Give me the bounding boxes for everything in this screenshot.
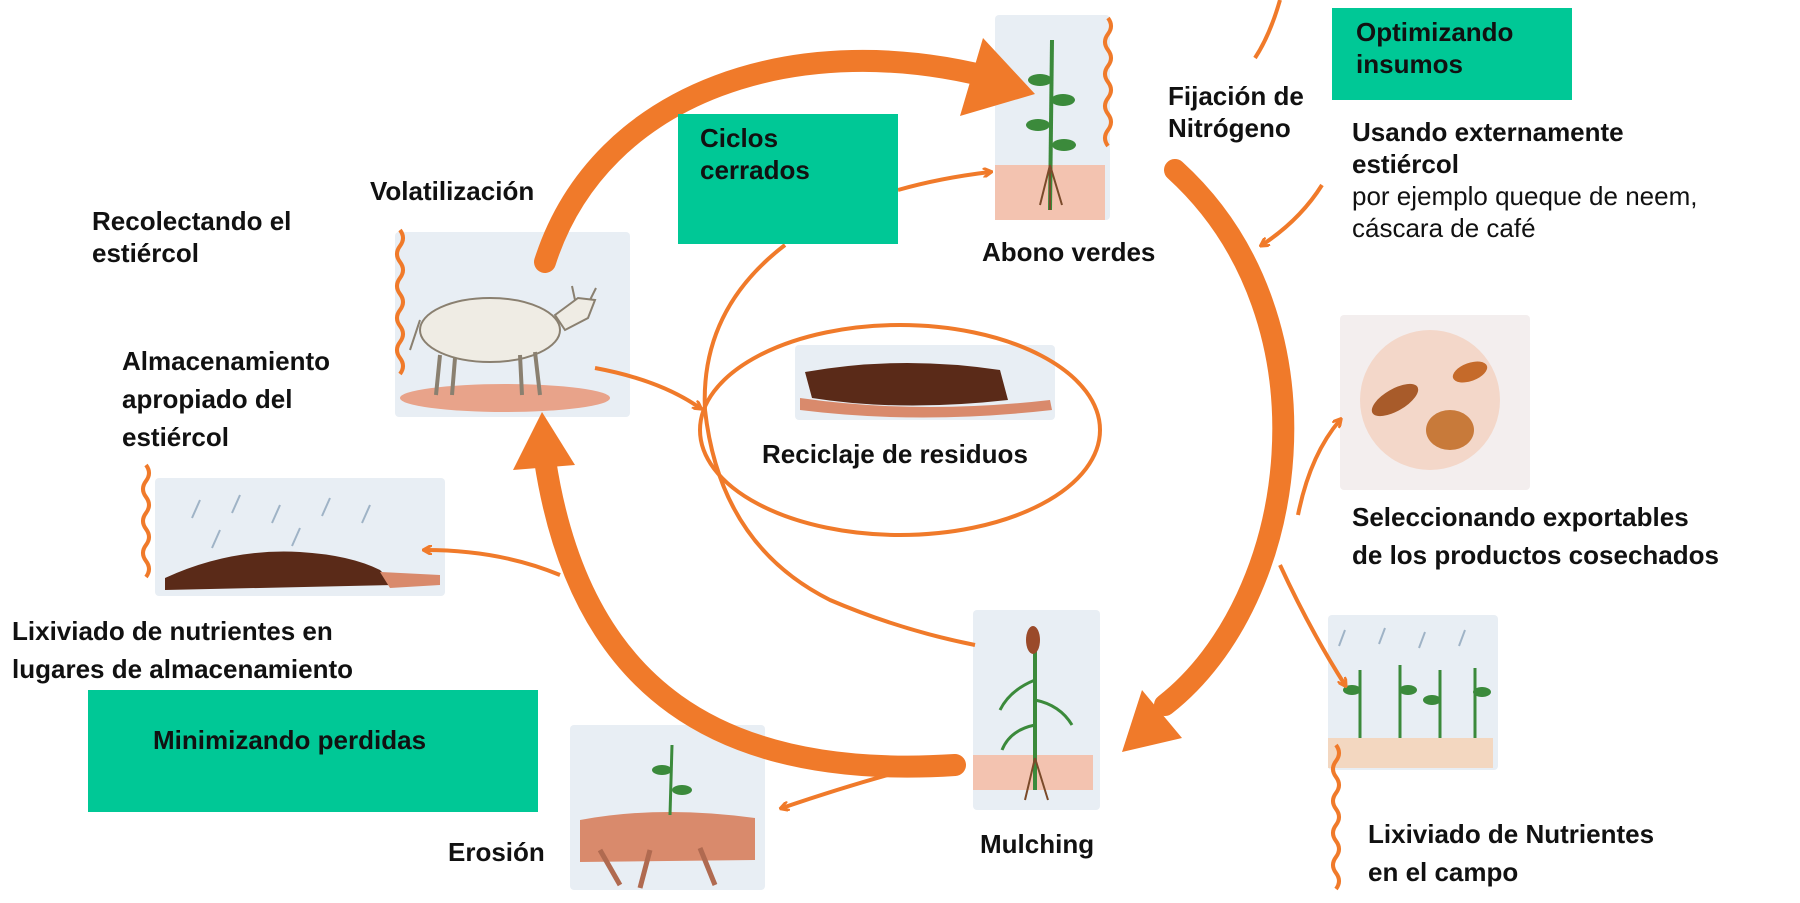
label-almacenamiento: Almacenamiento apropiado del estiércol (122, 342, 330, 456)
arrow-to-manure-heap (425, 550, 561, 577)
harvested-products-illustration (1340, 315, 1530, 490)
box-minimizando-line-1: Minimizando perdidas (153, 725, 427, 755)
label-erosion: Erosión (448, 837, 545, 867)
recycling-ellipse (698, 323, 1102, 537)
box-ciclos-cerrados: Ciclos cerrados (678, 114, 898, 244)
label-mulching: Mulching (980, 829, 1095, 859)
inner-spiral (702, 243, 976, 647)
arrowhead-mulching-to-cow (513, 412, 575, 470)
cow-illustration (395, 232, 630, 417)
wavy-loss-arrow (395, 228, 405, 376)
label-abono-verdes: Abono verdes (982, 237, 1156, 267)
label-usando-ejemplo-line-2: cáscara de café (1352, 213, 1536, 243)
label-lixiviado-campo-line-2: en el campo (1368, 857, 1519, 887)
box-optimizando-line-1: Optimizando (1356, 17, 1514, 47)
label-usando-ejemplo-line-1: por ejemplo queque de neem, (1352, 181, 1698, 211)
label-reciclaje: Reciclaje de residuos (762, 439, 1028, 469)
label-lixiviado-almacenamiento-line-1: Lixiviado de nutrientes en (12, 616, 333, 646)
box-ciclos-line-2: cerrados (700, 155, 810, 185)
arrow-to-field-leaching (1278, 564, 1345, 685)
label-seleccionando: Seleccionando exportables de los product… (1352, 498, 1719, 574)
label-lixiviado-almacenamiento-line-2: lugares de almacenamiento (12, 654, 354, 684)
label-fijacion-line-2: Nitrógeno (1168, 113, 1291, 143)
label-volatilizacion: Volatilización (370, 176, 535, 206)
arrow-external-input (1262, 183, 1324, 245)
bean-plant-illustration (995, 15, 1110, 220)
label-recolectando-line-1: Recolectando el (92, 206, 292, 236)
sorghum-plant-illustration (973, 610, 1100, 810)
arrow-box-to-abono (897, 172, 990, 192)
label-seleccionando-line-2: de los productos cosechados (1352, 540, 1719, 570)
label-fijacion: Fijación de Nitrógeno (1168, 80, 1304, 144)
arrow-mulching-to-cow (534, 449, 966, 778)
arrow-top-partial (1253, 0, 1282, 60)
label-recolectando-line-2: estiércol (92, 238, 199, 268)
label-lixiviado-campo-line-1: Lixiviado de Nutrientes (1368, 819, 1655, 849)
crops-in-rain-illustration (1328, 615, 1498, 770)
box-optimizando-line-2: insumos (1356, 49, 1463, 79)
arrow-to-exports (1296, 420, 1340, 516)
label-fijacion-line-1: Fijación de (1168, 81, 1304, 111)
wavy-loss-arrow (1103, 16, 1113, 148)
compost-heap-illustration (795, 345, 1055, 420)
arrowhead-abono-to-mulching (1122, 690, 1182, 752)
wavy-loss-arrow (1331, 743, 1341, 891)
label-seleccionando-line-1: Seleccionando exportables (1352, 502, 1689, 532)
wavy-loss-arrow (141, 463, 151, 579)
label-usando-externamente: Usando externamente estiércol por ejempl… (1352, 116, 1697, 244)
label-almacenamiento-line-3: estiércol (122, 422, 229, 452)
label-lixiviado-campo: Lixiviado de Nutrientes en el campo (1368, 815, 1654, 891)
arrowhead-cow-to-abono (960, 38, 1035, 116)
label-almacenamiento-line-1: Almacenamiento (122, 346, 331, 376)
arrow-cow-to-abono (534, 49, 1011, 273)
manure-heap-in-rain-illustration (155, 478, 445, 596)
box-optimizando-insumos: Optimizando insumos (1332, 8, 1572, 100)
label-usando-line-2: estiércol (1352, 149, 1459, 179)
eroded-soil-illustration (570, 725, 765, 890)
box-ciclos-line-1: Ciclos (700, 123, 779, 153)
box-minimizando-perdidas: Minimizando perdidas (88, 690, 538, 812)
label-usando-line-1: Usando externamente (1352, 117, 1624, 147)
arrow-cow-to-reciclaje (594, 366, 700, 408)
label-recolectando: Recolectando el estiércol (92, 205, 291, 269)
arrow-abono-to-mulching (1154, 159, 1295, 716)
label-almacenamiento-line-2: apropiado del (122, 384, 293, 414)
label-lixiviado-almacenamiento: Lixiviado de nutrientes en lugares de al… (12, 612, 353, 688)
